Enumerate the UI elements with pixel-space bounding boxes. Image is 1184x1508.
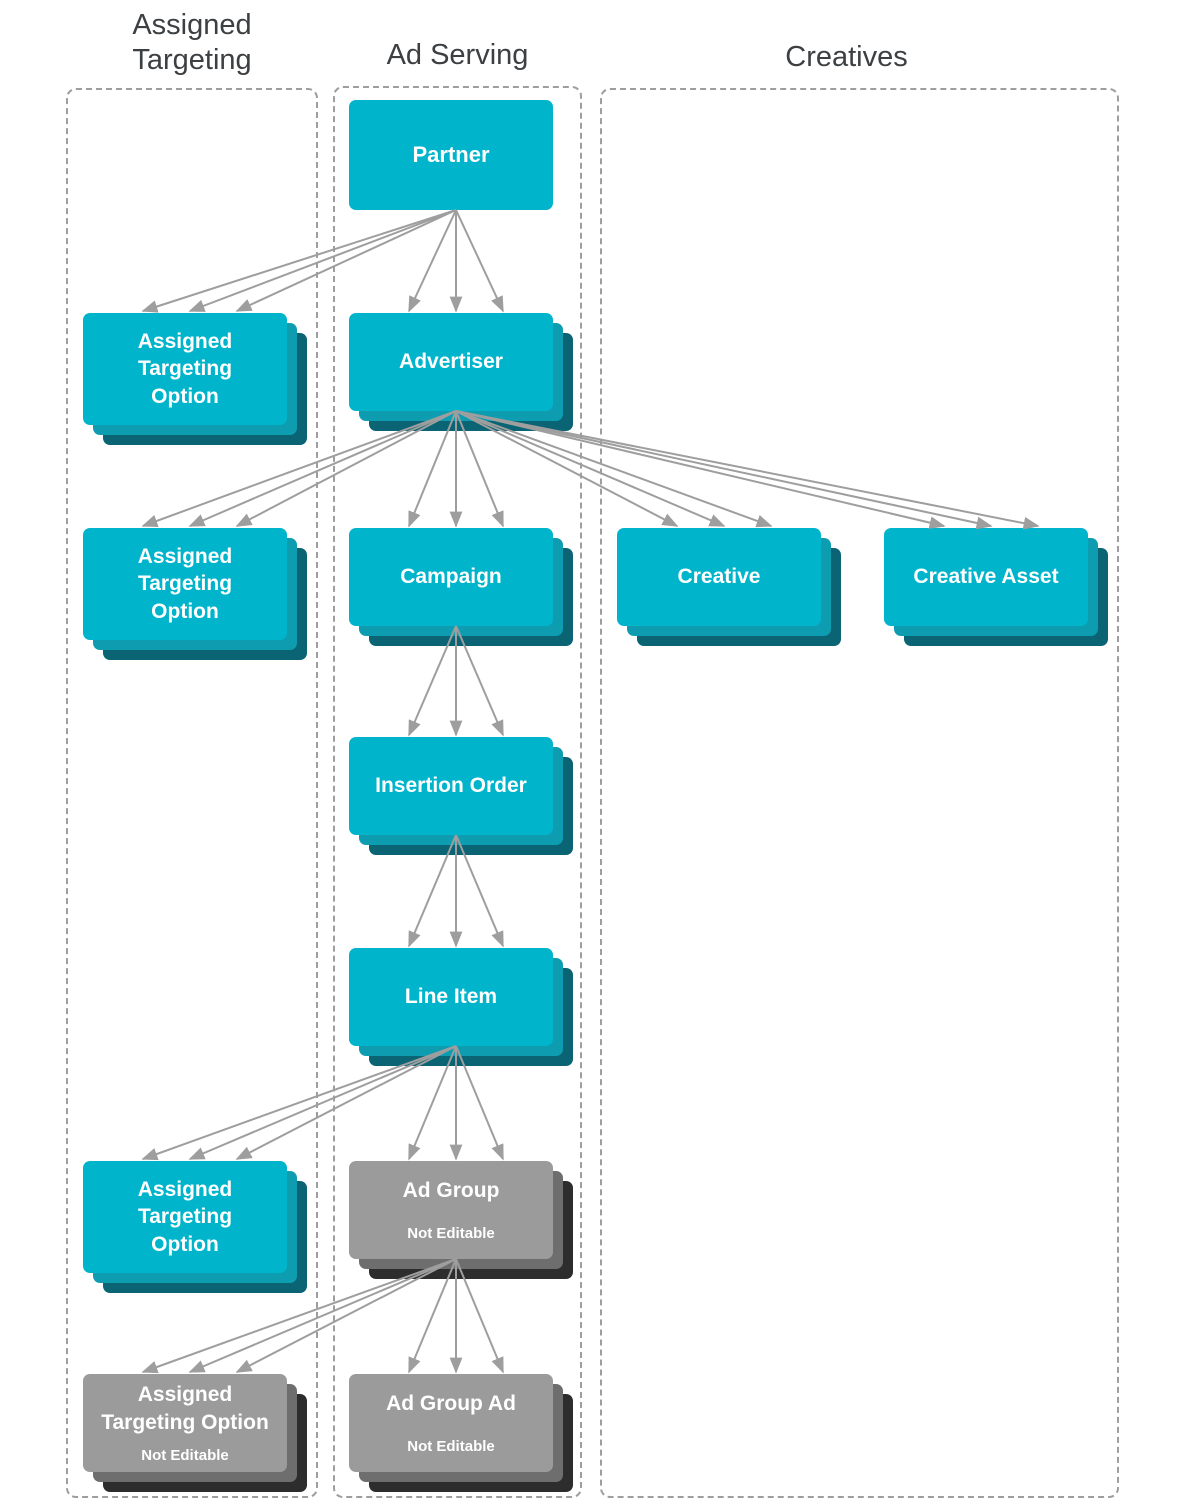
node-assigned-targeting-option-3-label: Assigned Targeting Option (137, 1178, 233, 1256)
node-line-item-label: Line Item (404, 985, 498, 1009)
node-campaign-label: Campaign (400, 565, 502, 589)
node-ad-group: Ad Group Not Editable (349, 1161, 553, 1259)
node-assigned-targeting-option-1-label: Assigned Targeting Option (137, 330, 233, 408)
node-creative-asset: Creative Asset (884, 528, 1088, 626)
node-assigned-targeting-option-1: Assigned Targeting Option (83, 313, 287, 425)
node-assigned-targeting-option-4: Assigned Targeting Option Not Editable (83, 1374, 287, 1472)
node-creative: Creative (617, 528, 821, 626)
node-ad-group-ad: Ad Group Ad Not Editable (349, 1374, 553, 1472)
column-assigned-targeting (66, 88, 318, 1498)
node-creative-asset-label: Creative Asset (913, 565, 1059, 589)
node-campaign: Campaign (349, 528, 553, 626)
node-line-item: Line Item (349, 948, 553, 1046)
node-ad-group-label: Ad Group (402, 1179, 500, 1203)
node-ad-group-not-editable-badge: Not Editable (407, 1224, 495, 1242)
node-creative-label: Creative (677, 565, 761, 589)
node-advertiser: Advertiser (349, 313, 553, 411)
node-assigned-targeting-option-2: Assigned Targeting Option (83, 528, 287, 640)
node-assigned-targeting-option-2-label: Assigned Targeting Option (137, 545, 233, 623)
node-insertion-order: Insertion Order (349, 737, 553, 835)
column-creatives (600, 88, 1119, 1498)
node-ad-group-ad-not-editable-badge: Not Editable (407, 1437, 495, 1455)
column-ad-serving (333, 86, 582, 1498)
node-ad-group-ad-label: Ad Group Ad (386, 1392, 516, 1416)
node-assigned-targeting-option-3: Assigned Targeting Option (83, 1161, 287, 1273)
column-header-creatives: Creatives (785, 41, 908, 73)
node-assigned-targeting-option-4-label: Assigned Targeting Option (101, 1383, 269, 1434)
node-partner-label: Partner (412, 141, 490, 167)
node-advertiser-label: Advertiser (399, 350, 503, 374)
column-header-assigned-targeting: Assigned Targeting (132, 9, 252, 77)
node-partner: Partner (349, 100, 553, 210)
node-insertion-order-label: Insertion Order (375, 774, 527, 798)
column-header-ad-serving: Ad Serving (386, 39, 529, 71)
node-assigned-targeting-option-4-not-editable-badge: Not Editable (141, 1446, 229, 1464)
